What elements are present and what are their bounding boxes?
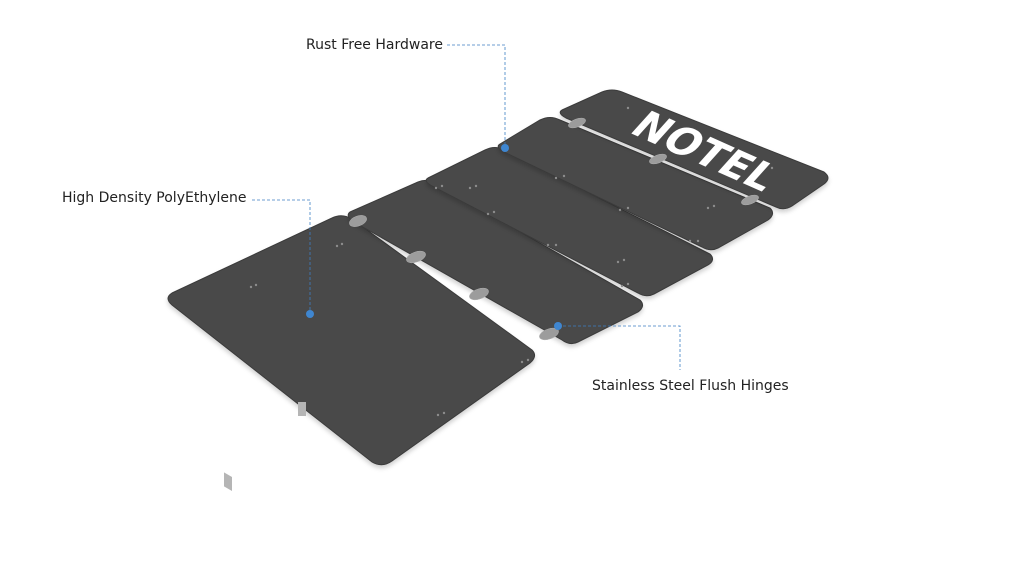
callout-label-polyethylene: High Density PolyEthylene [62,190,247,206]
hinge-3 [469,287,489,301]
hinge-7 [741,194,759,206]
hinge-4 [539,327,559,341]
callout-label-hinges: Stainless Steel Flush Hinges [592,378,789,394]
callout-line-hinges [558,325,681,370]
hinge-2 [406,250,426,264]
callout-dot-polyethylene [306,310,314,318]
board-panel-5 [559,89,829,210]
callout-line-polyethylene [252,199,311,314]
callout-label-hardware: Rust Free Hardware [306,37,443,53]
rivet-holes [249,106,774,417]
board-panel-3 [425,147,714,297]
board-panel-4 [497,117,774,251]
hinge-5 [568,117,586,129]
board-panel-1 [167,215,536,466]
hinge-6 [649,153,667,165]
callout-dot-hardware [501,144,509,152]
hinge-1 [349,215,367,227]
stand-feet [224,402,306,491]
callout-dot-hinges [554,322,562,330]
callout-lines [252,44,681,370]
callout-dots [306,144,562,330]
hinges [349,117,759,341]
callout-line-hardware [447,44,506,148]
